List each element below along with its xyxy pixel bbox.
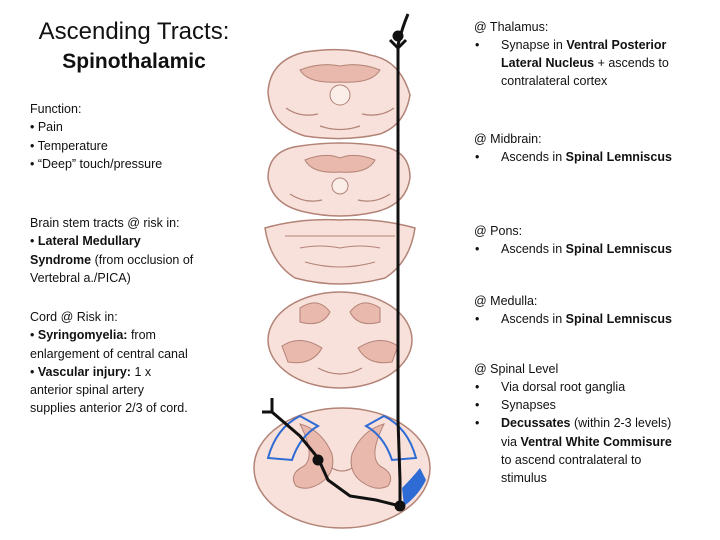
function-item-touch: • “Deep” touch/pressure xyxy=(30,156,163,171)
vascular-detail-1: 1 x xyxy=(130,364,152,379)
spinal-item-3-rest-1: to ascend contralateral to xyxy=(501,452,642,467)
medulla-section xyxy=(267,291,413,389)
pons-item: • Ascends in Spinal Lemniscus xyxy=(474,240,709,258)
midbrain-heading: @ Midbrain: xyxy=(474,132,542,146)
spinal-item-2-text: Synapses xyxy=(501,398,556,413)
medulla-bullet: • xyxy=(475,312,480,327)
midbrain-bold: Spinal Lemniscus xyxy=(565,150,672,165)
brainstem-risk-section: Brain stem tracts @ risk in: • Lateral M… xyxy=(30,214,255,287)
midbrain-section: @ Midbrain: • Ascends in Spinal Lemniscu… xyxy=(474,130,709,166)
spinal-item-3-rest-2: stimulus xyxy=(501,470,547,485)
syringo-detail-2: enlargement of central canal xyxy=(30,346,188,361)
function-heading: Function: xyxy=(30,102,82,116)
brainstem-line-3: Vertebral a./PICA) xyxy=(30,270,131,285)
syndrome-label: Syndrome xyxy=(30,252,92,267)
spinal-item-1: • Via dorsal root ganglia xyxy=(474,378,709,396)
thalamus-bold-2: Lateral Nucleus xyxy=(501,56,595,71)
cord-risk-section: Cord @ Risk in: • Syringomyelia: from en… xyxy=(30,308,230,418)
pons-bullet: • xyxy=(475,242,480,257)
ventral-white-commisure-label: Ventral White Commisure xyxy=(520,434,672,449)
spinal-bullet-3: • xyxy=(475,416,480,431)
spinothalamic-pathway xyxy=(262,13,410,512)
spinal-item-3: • Decussates (within 2-3 levels) via Ven… xyxy=(474,414,709,487)
brainstem-section-3 xyxy=(264,218,416,285)
medulla-bold: Spinal Lemniscus xyxy=(565,312,672,327)
brainstem-heading: Brain stem tracts @ risk in: xyxy=(30,216,180,230)
syringomyelia-label: Syringomyelia: xyxy=(37,328,128,343)
spinal-bullet-2: • xyxy=(475,398,480,413)
thalamus-text-2: + ascends to xyxy=(594,56,669,71)
decussates-detail: (within 2-3 levels) xyxy=(570,416,672,431)
brainstem-section-1 xyxy=(267,48,411,140)
thalamus-text-3: contralateral cortex xyxy=(501,74,608,89)
brainstem-line-2: Syndrome (from occlusion of xyxy=(30,251,255,269)
spinal-level-section: @ Spinal Level • Via dorsal root ganglia… xyxy=(474,360,709,487)
syringo-detail-1: from xyxy=(127,328,156,343)
pons-heading: @ Pons: xyxy=(474,224,523,238)
title-line-1: Ascending Tracts: xyxy=(38,18,230,45)
vascular-injury-label: Vascular injury: xyxy=(37,364,131,379)
medulla-heading: @ Medulla: xyxy=(474,294,538,308)
spinal-bullet-1: • xyxy=(475,380,480,395)
lateral-medullary-label: Lateral Medullary xyxy=(37,234,141,249)
thalamus-bold-1: Ventral Posterior xyxy=(566,38,667,53)
brainstem-section-2 xyxy=(267,142,411,217)
midbrain-text: Ascends in xyxy=(501,150,566,165)
brainstem-detail-2: (from occlusion of xyxy=(91,252,194,267)
vascular-detail-2: anterior spinal artery xyxy=(30,383,144,397)
function-item-temperature: • Temperature xyxy=(30,138,108,153)
spinal-heading: @ Spinal Level xyxy=(474,362,559,376)
midbrain-bullet: • xyxy=(475,150,480,165)
thalamus-text-1: Synapse in xyxy=(501,38,567,53)
thalamus-heading: @ Thalamus: xyxy=(474,20,549,34)
pons-bold: Spinal Lemniscus xyxy=(565,242,672,257)
spinal-item-2: • Synapses xyxy=(474,396,709,414)
slide-title: Ascending Tracts: Spinothalamic xyxy=(20,16,248,77)
vascular-detail-3: supplies anterior 2/3 of cord. xyxy=(30,401,188,416)
thalamus-item: • Synapse in Ventral Posterior Lateral N… xyxy=(474,36,709,90)
cord-heading: Cord @ Risk in: xyxy=(30,310,118,324)
brainstem-bullet: • xyxy=(30,234,38,249)
decussates-label: Decussates xyxy=(501,416,571,431)
function-item-pain: • Pain xyxy=(30,120,63,135)
medulla-item: • Ascends in Spinal Lemniscus xyxy=(474,310,709,328)
spinal-cord-section xyxy=(253,407,431,529)
spinal-item-1-text: Via dorsal root ganglia xyxy=(501,380,626,395)
cord-line-3: • Vascular injury: 1 x xyxy=(30,363,230,381)
function-section: Function: • Pain • Temperature • “Deep” … xyxy=(30,100,250,173)
cord-line-1: • Syringomyelia: from xyxy=(30,326,230,344)
pons-text: Ascends in xyxy=(501,242,566,257)
via-text: via xyxy=(501,434,521,449)
midbrain-item: • Ascends in Spinal Lemniscus xyxy=(474,148,709,166)
brainstem-line-1: • Lateral Medullary xyxy=(30,232,255,250)
medulla-text: Ascends in xyxy=(501,312,566,327)
thalamus-bullet: • xyxy=(475,38,480,53)
thalamus-section: @ Thalamus: • Synapse in Ventral Posteri… xyxy=(474,18,709,91)
cord-bullet-1: • xyxy=(30,328,38,343)
cord-bullet-2: • xyxy=(30,364,38,379)
medulla-text-section: @ Medulla: • Ascends in Spinal Lemniscus xyxy=(474,292,709,328)
title-line-2: Spinothalamic xyxy=(62,50,206,74)
pons-section: @ Pons: • Ascends in Spinal Lemniscus xyxy=(474,222,709,258)
spinothalamic-pathway-diagram xyxy=(253,13,431,529)
